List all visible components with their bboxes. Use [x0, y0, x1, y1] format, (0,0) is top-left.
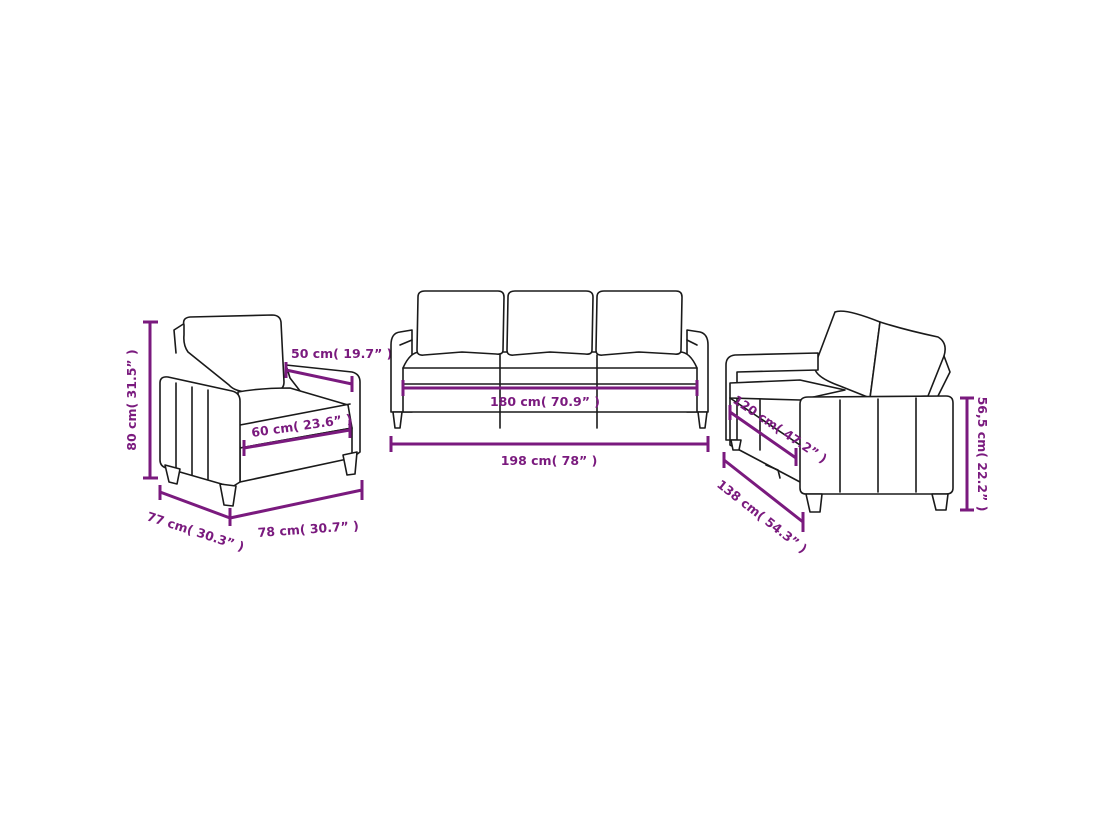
three-seater-total-width-label: 198 cm( 78” ): [501, 453, 598, 468]
armchair-drawing: [159, 314, 361, 507]
three-seater-dimensions: 180 cm( 70.9” ) 198 cm( 78” ): [389, 380, 710, 468]
armchair-height-label: 80 cm( 31.5” ): [124, 349, 139, 450]
two-seater-arm-height-label: 56,5 cm( 22.2” ): [975, 397, 990, 512]
armchair-width-label: 78 cm( 30.7” ): [257, 518, 359, 540]
three-seater-sofa-drawing: [390, 290, 709, 429]
two-seater-sofa-drawing: [725, 310, 954, 513]
armchair-arm-depth-label: 50 cm( 19.7” ): [291, 346, 392, 361]
three-seater-seat-width-label: 180 cm( 70.9” ): [490, 394, 600, 409]
